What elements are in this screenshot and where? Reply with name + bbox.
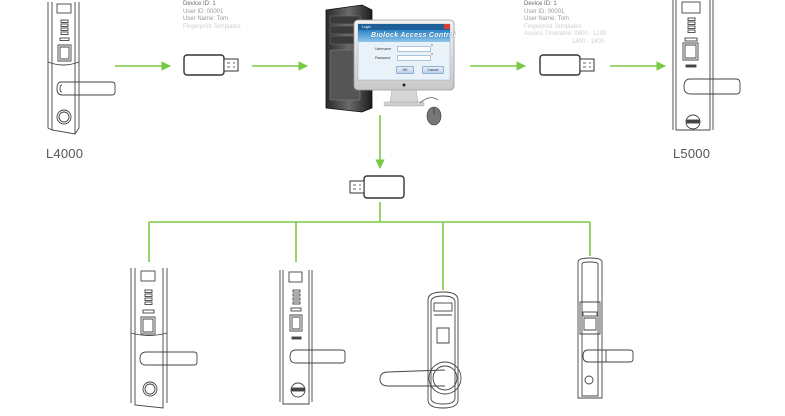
distribution-tree xyxy=(148,202,591,290)
device-label-l4000: L4000 xyxy=(46,146,84,161)
lock-l5000-icon xyxy=(672,0,741,131)
cancel-button[interactable]: Cancel xyxy=(422,66,444,74)
password-input[interactable] xyxy=(397,55,431,61)
target-info-line: User Name: Tom xyxy=(524,16,569,22)
source-info-line: User Name: Tom xyxy=(183,16,228,22)
source-info-block: Device ID: 1 User ID: 00001 User Name: T… xyxy=(183,1,241,31)
required-marker: * xyxy=(431,53,433,59)
required-marker: * xyxy=(431,44,433,50)
dialog-window-title: Login xyxy=(362,25,371,29)
target-info-line: 1400 - 1800 xyxy=(572,38,605,45)
device-label-l5000: L5000 xyxy=(673,146,711,161)
target-info-line: Fingerprint Templates xyxy=(524,23,582,30)
username-label: Username xyxy=(375,47,392,51)
computer-icon xyxy=(325,4,455,126)
lock-round-knob-icon xyxy=(379,291,462,409)
usb-drive-icon xyxy=(539,54,595,76)
lock-keypad-lever-icon xyxy=(130,268,198,409)
source-info-line: Device ID: 1 xyxy=(183,1,216,7)
target-info-block: Device ID: 1 User ID: 00001 User Name: T… xyxy=(524,1,606,46)
ok-button[interactable]: OK xyxy=(396,66,414,74)
username-input[interactable] xyxy=(397,46,431,52)
lock-narrow-lever-icon xyxy=(577,257,634,399)
usb-drive-icon xyxy=(349,175,405,199)
source-info-line: Fingerprint Templates xyxy=(183,23,241,30)
dialog-banner: Biolock Access Control xyxy=(371,32,456,39)
target-info-line: User ID: 00001 xyxy=(524,8,565,15)
lock-l4000-icon xyxy=(47,2,116,135)
source-info-line: User ID: 00001 xyxy=(183,8,224,15)
password-label: Password xyxy=(375,56,391,60)
target-info-line: Access Timetable: 0800 - 1200 xyxy=(524,31,607,37)
target-info-line: Device ID: 1 xyxy=(524,1,557,7)
lock-slim-lever-icon xyxy=(279,270,346,405)
usb-drive-icon xyxy=(183,54,239,76)
